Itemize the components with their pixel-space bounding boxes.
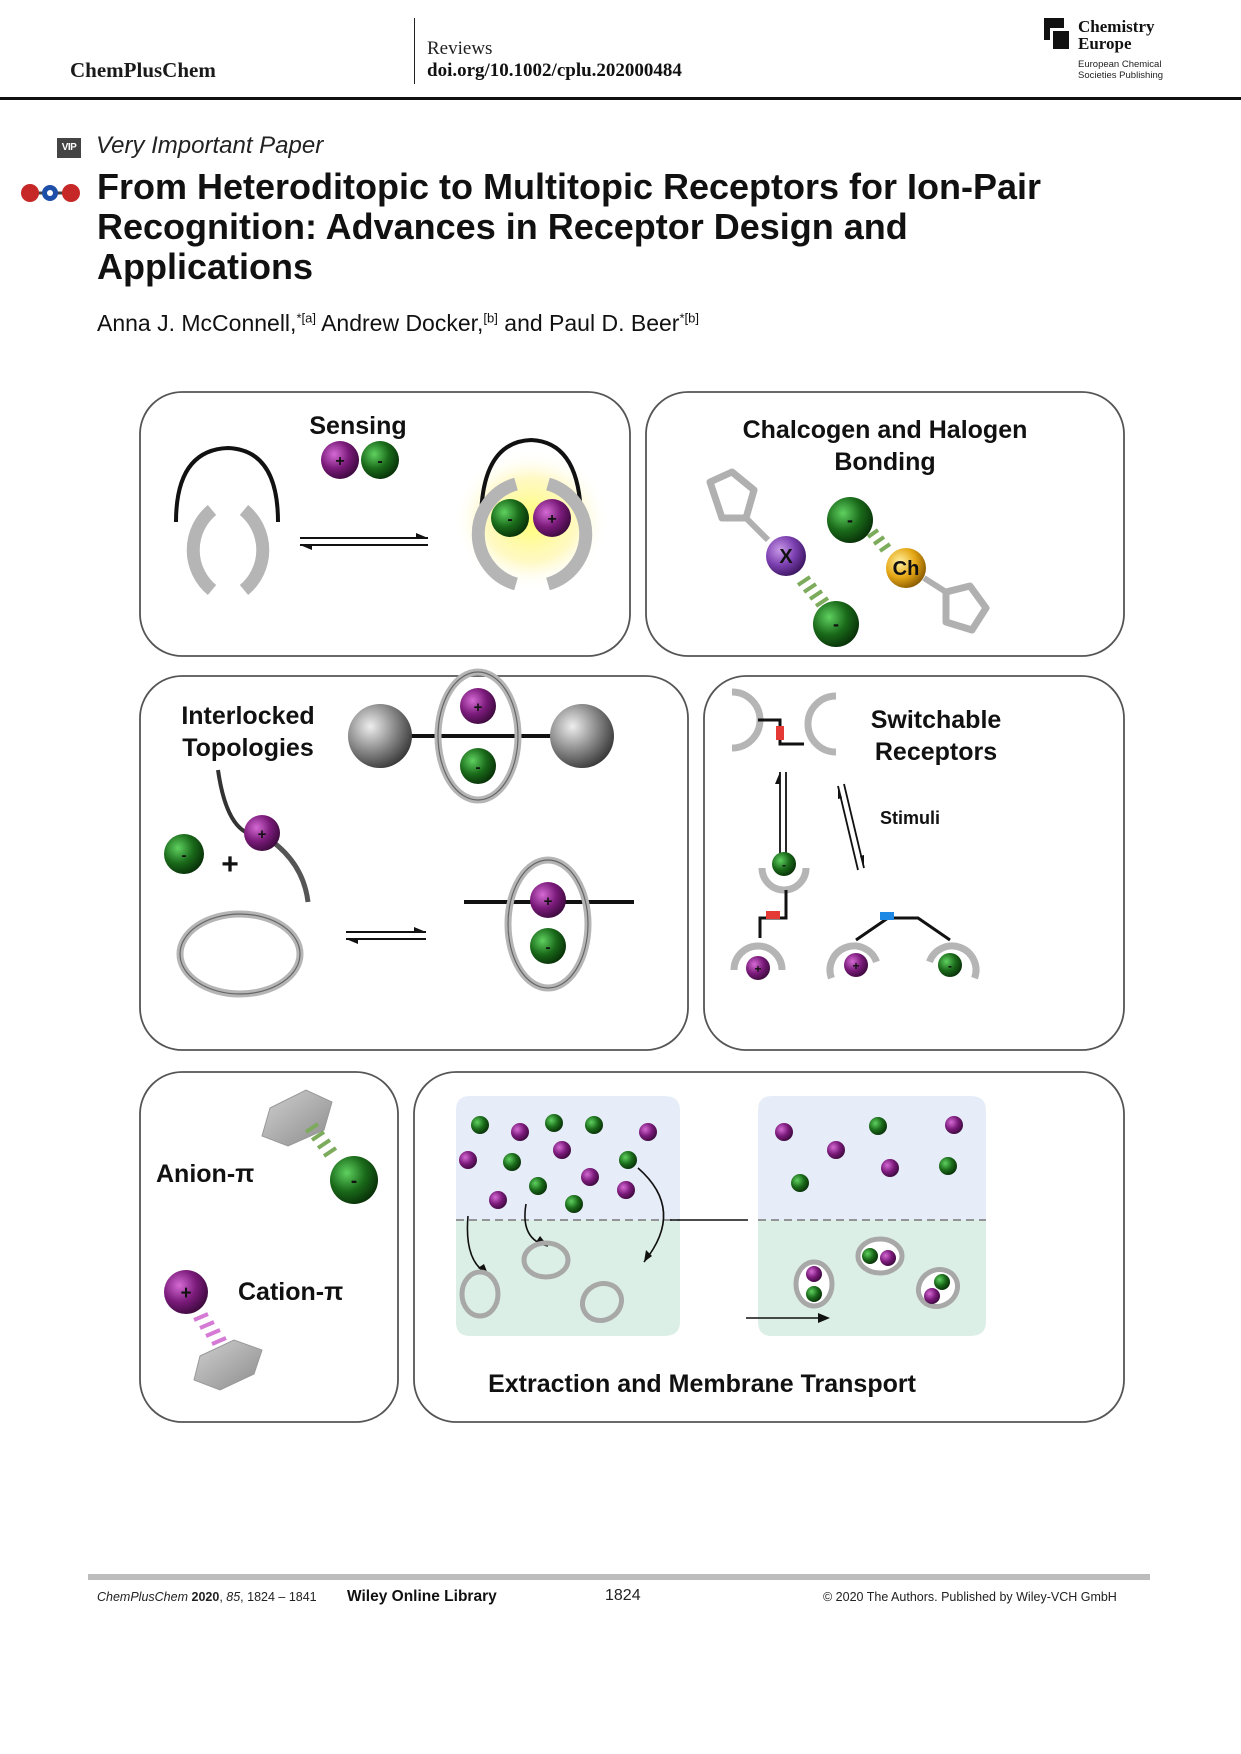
svg-text:+: + xyxy=(544,893,553,910)
svg-text:-: - xyxy=(782,858,786,872)
publisher-subtitle: European Chemical Societies Publishing xyxy=(1078,59,1164,81)
svg-text:Stimuli: Stimuli xyxy=(880,808,940,828)
header-divider xyxy=(414,18,415,84)
svg-text:-: - xyxy=(182,847,187,864)
graphical-abstract: Sensing + - - + Chalcogen and Halogen Bo… xyxy=(139,391,1125,1423)
page-number: 1824 xyxy=(605,1587,641,1604)
svg-text:-: - xyxy=(476,759,481,776)
footer-rule xyxy=(88,1574,1150,1580)
section-label: Reviews xyxy=(427,38,493,59)
author-docker: Andrew Docker, xyxy=(315,310,484,336)
panel-chalcogen-halogen: Chalcogen and Halogen Bonding X - - Ch xyxy=(645,391,1125,657)
svg-text:-: - xyxy=(377,453,382,470)
svg-text:Receptors: Receptors xyxy=(875,738,997,766)
footer-citation: ChemPlusChem 2020, 85, 1824 – 1841 xyxy=(97,1590,317,1604)
svg-text:+: + xyxy=(547,511,556,528)
svg-text:Anion-π: Anion-π xyxy=(156,1160,254,1188)
arrow-right-icon xyxy=(746,1313,830,1323)
vip-badge: VIP xyxy=(57,138,81,158)
copyright-notice: © 2020 The Authors. Published by Wiley-V… xyxy=(823,1590,1117,1604)
svg-text:-: - xyxy=(546,939,551,956)
svg-text:Interlocked: Interlocked xyxy=(181,702,314,730)
label-extraction: Extraction and Membrane Transport xyxy=(488,1370,917,1398)
svg-text:Bonding: Bonding xyxy=(834,448,935,476)
svg-text:Switchable: Switchable xyxy=(871,706,1002,734)
svg-text:-: - xyxy=(351,1171,357,1192)
svg-text:-: - xyxy=(507,511,512,528)
svg-text:Chalcogen and Halogen: Chalcogen and Halogen xyxy=(743,416,1028,444)
svg-text:Topologies: Topologies xyxy=(182,734,313,762)
header-rule xyxy=(0,97,1241,100)
svg-text:Cation-π: Cation-π xyxy=(238,1278,343,1306)
doi-link[interactable]: doi.org/10.1002/cplu.202000484 xyxy=(427,60,682,81)
panel-interlocked-topologies: Interlocked Topologies + - + - + + - xyxy=(139,668,689,1051)
panel-anion-cation-pi: - Anion-π + Cation-π xyxy=(139,1071,399,1423)
svg-text:-: - xyxy=(833,614,839,634)
svg-text:+: + xyxy=(221,848,239,881)
chemistry-europe-logo-icon xyxy=(1044,18,1072,52)
svg-text:-: - xyxy=(948,959,952,973)
svg-text:+: + xyxy=(335,453,344,470)
wiley-online-library-link[interactable]: Wiley Online Library xyxy=(347,1588,497,1605)
vip-label: Very Important Paper xyxy=(96,132,324,159)
svg-text:+: + xyxy=(852,959,859,973)
author-mcconnell: Anna J. McConnell, xyxy=(97,310,297,336)
cation-ion xyxy=(321,441,359,479)
author-list: Anna J. McConnell,*[a] Andrew Docker,[b]… xyxy=(97,310,699,336)
panel-sensing: Sensing + - - + xyxy=(139,391,631,657)
label-sensing: Sensing xyxy=(309,412,406,440)
svg-text:+: + xyxy=(258,826,267,843)
publisher-name: Chemistry Europe xyxy=(1078,17,1155,53)
author-beer: and Paul D. Beer xyxy=(497,310,680,336)
panel-extraction-transport: Extraction and Membrane Transport xyxy=(413,1071,1125,1423)
svg-text:-: - xyxy=(847,510,853,530)
molecule-icon xyxy=(21,184,80,202)
svg-text:+: + xyxy=(474,699,483,716)
svg-text:+: + xyxy=(180,1283,191,1304)
journal-name: ChemPlusChem xyxy=(70,58,216,82)
anion-ion xyxy=(361,441,399,479)
svg-text:+: + xyxy=(754,962,761,976)
svg-text:X: X xyxy=(779,546,793,568)
panel-switchable-receptors: Switchable Receptors Stimuli - + + xyxy=(703,675,1125,1051)
svg-text:Ch: Ch xyxy=(893,558,920,580)
article-title: From Heteroditopic to Multitopic Recepto… xyxy=(97,166,1042,287)
